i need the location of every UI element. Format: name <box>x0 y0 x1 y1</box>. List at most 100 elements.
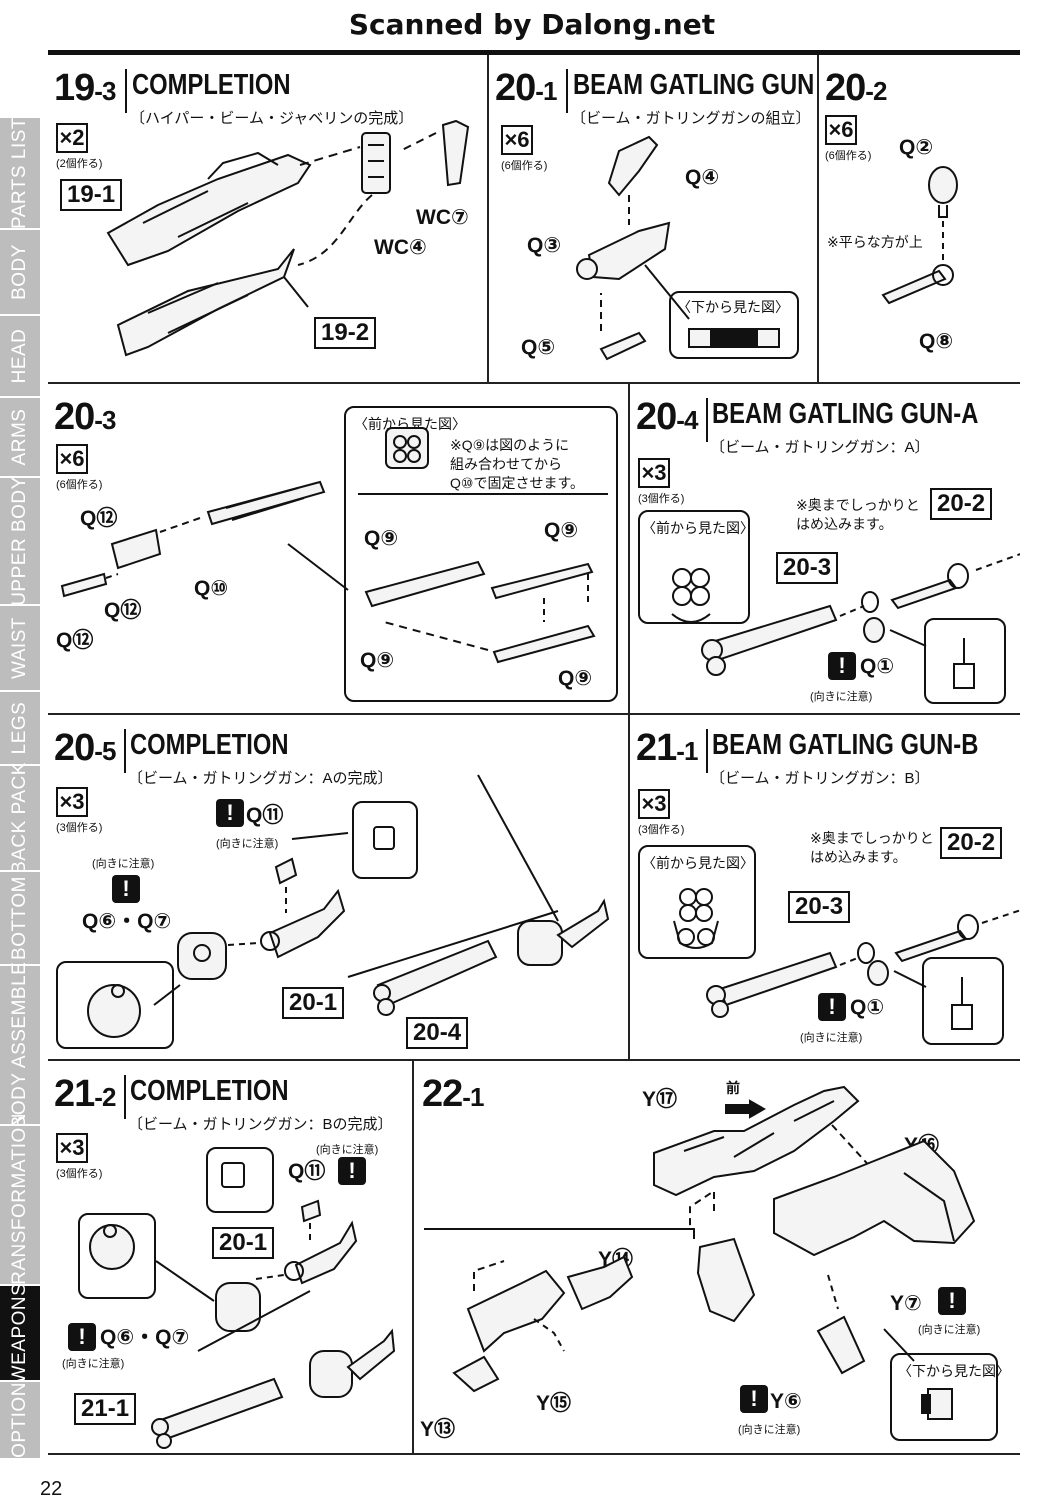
quantity-note: (6個作る) <box>501 160 548 172</box>
tab-legs[interactable]: LEGS <box>0 692 40 766</box>
step-subtitle: 〔ビーム・ガトリングガン：Bの完成〕 <box>128 1116 393 1133</box>
quantity-badge: ×2 <box>56 123 88 153</box>
part-label: Y⑮ <box>536 1392 572 1415</box>
step-subtitle: 〔ハイパー・ビーム・ジャベリンの完成〕 <box>130 110 414 127</box>
caution-icon: ! <box>740 1385 768 1413</box>
ref-20-4: 20-4 <box>406 1017 469 1050</box>
caution-icon: ! <box>338 1157 366 1185</box>
gatling-body-diagram <box>576 135 780 361</box>
insert-note: ※奥までしっかりと はめ込みます。 <box>810 830 934 865</box>
flat-side-note: ※平らな方が上 <box>827 234 923 250</box>
part-label: Y⑦ <box>890 1292 922 1315</box>
tab-waist[interactable]: WAIST <box>0 606 40 692</box>
quantity-note: (3個作る) <box>56 1168 103 1180</box>
ref-20-3: 20-3 <box>788 891 851 924</box>
caution-icon: ! <box>216 799 244 827</box>
part-label: Q⑪ <box>246 804 284 827</box>
caution-icon: ! <box>818 993 846 1021</box>
detail-inset <box>352 801 418 879</box>
part-label: Q③ <box>527 234 562 257</box>
part-label: Q⑫ <box>56 629 94 652</box>
ref-19-1: 19-1 <box>60 179 123 212</box>
step-21-2: 21-2 COMPLETION 〔ビーム・ガトリングガン：Bの完成〕 ×3 (3… <box>48 1061 414 1455</box>
tab-transformation[interactable]: TRANSFORMATION <box>0 1113 40 1297</box>
inset-caption: 〈前から見た図〉 <box>354 416 466 432</box>
step-20-4: 20-4 BEAM GATLING GUN-A 〔ビーム・ガトリングガン：A〕 … <box>630 384 1020 715</box>
part-label: Q⑩ <box>194 577 229 600</box>
part-label: WC④ <box>374 236 427 259</box>
part-label: Q① <box>850 996 885 1019</box>
assembly-note: ※Q⑨は図のように 組み合わせてから Q⑩で固定させます。 <box>450 437 585 491</box>
quantity-note: (3個作る) <box>638 493 685 505</box>
caution-note: (向きに注意) <box>216 838 279 850</box>
tab-bottom[interactable]: BOTTOM <box>0 872 40 966</box>
step-subtitle: 〔ビーム・ガトリングガン：Aの完成〕 <box>128 770 393 787</box>
caution-note: (向きに注意) <box>738 1424 801 1436</box>
part-label: Q⑨ <box>558 667 593 690</box>
front-direction-label: 前 <box>726 1080 740 1096</box>
tab-body[interactable]: BODY <box>0 230 40 316</box>
ref-20-1: 20-1 <box>282 987 345 1020</box>
gun-b-diagram <box>673 888 1020 1030</box>
caution-icon: ! <box>938 1287 966 1315</box>
tab-back-pack[interactable]: BACK PACK <box>0 762 40 874</box>
caution-icon: ! <box>112 875 140 903</box>
step-22-1: 22-1 Y⑰ 前 Y⑯ Y⑭ Y⑮ Y⑬ Y⑦ ! (向きに注意) ! Y⑥ … <box>414 1061 1020 1455</box>
part-label: Y⑥ <box>770 1390 802 1413</box>
part-label: Q④ <box>685 166 720 189</box>
caution-note: (向きに注意) <box>316 1144 379 1156</box>
gun-b-complete-diagram <box>89 1162 396 1449</box>
scan-header: Scanned by Dalong.net <box>348 8 716 41</box>
ref-19-2: 19-2 <box>314 317 377 350</box>
part-label: Q⑥・Q⑦ <box>82 910 172 933</box>
caution-note: (向きに注意) <box>810 691 873 703</box>
instruction-grid: 19-3 COMPLETION 〔ハイパー・ビーム・ジャベリンの完成〕 ×2 (… <box>48 55 1020 1455</box>
part-label: WC⑦ <box>416 206 469 229</box>
part-label: Q⑧ <box>919 330 954 353</box>
inset-caption: 〈前から見た図〉 <box>642 520 754 536</box>
part-label: Q① <box>860 655 895 678</box>
ref-20-2: 20-2 <box>940 827 1003 860</box>
tab-upper-body[interactable]: UPPER BODY <box>0 476 40 606</box>
detail-inset <box>206 1147 274 1213</box>
quantity-badge: ×3 <box>56 1133 88 1163</box>
quantity-note: (3個作る) <box>638 824 685 836</box>
step-title: BEAM GATLING GUN-A <box>712 398 979 430</box>
quantity-badge: ×6 <box>56 444 88 474</box>
quantity-note: (6個作る) <box>825 150 872 162</box>
tab-weapons[interactable]: WEAPONS <box>0 1283 40 1383</box>
caution-icon: ! <box>828 652 856 680</box>
caution-icon: ! <box>68 1323 96 1351</box>
inset-caption: 〈下から見た図〉 <box>677 299 789 315</box>
tab-parts-list[interactable]: PARTS LIST <box>0 117 40 230</box>
step-title: COMPLETION <box>130 1075 289 1107</box>
javelin-diagram <box>106 119 470 357</box>
caution-note: (向きに注意) <box>800 1032 863 1044</box>
inset-caption: 〈前から見た図〉 <box>642 855 754 871</box>
front-view-inset <box>638 510 750 624</box>
step-subtitle: 〔ビーム・ガトリングガン：A〕 <box>710 439 930 456</box>
step-subtitle: 〔ビーム・ガトリングガン：B〕 <box>710 770 930 787</box>
insert-note: ※奥までしっかりと はめ込みます。 <box>796 497 920 532</box>
step-20-1: 20-1 BEAM GATLING GUN 〔ビーム・ガトリングガンの組立〕 ×… <box>489 55 819 384</box>
part-label: Y⑰ <box>642 1088 678 1111</box>
quantity-badge: ×3 <box>638 458 670 488</box>
step-number: 19-3 <box>54 67 116 109</box>
step-20-2: 20-2 ×6 (6個作る) Q② ※平らな方が上 Q⑧ <box>819 55 1020 384</box>
tab-arms[interactable]: ARMS <box>0 398 40 478</box>
part-label: Q⑤ <box>521 336 556 359</box>
ref-20-2: 20-2 <box>930 488 993 521</box>
step-20-3: 20-3 ×6 (6個作る) Q⑫ Q⑩ Q⑫ Q⑫ 〈前から見た図〉 ※Q⑨は… <box>48 384 630 715</box>
tab-option[interactable]: OPTION <box>0 1382 40 1460</box>
quantity-badge: ×3 <box>638 789 670 819</box>
inset-caption: 〈下から見た図〉 <box>898 1363 1010 1379</box>
tab-body-assemble[interactable]: BODY ASSEMBLE <box>0 962 40 1128</box>
quantity-badge: ×6 <box>501 125 533 155</box>
part-label: Q⑨ <box>364 527 399 550</box>
part-label: Q⑫ <box>80 507 118 530</box>
part-label: Q⑨ <box>360 649 395 672</box>
step-subtitle: 〔ビーム・ガトリングガンの組立〕 <box>571 110 811 127</box>
part-label: Q② <box>899 136 934 159</box>
weapon-arm-diagram <box>424 1085 976 1420</box>
tab-head[interactable]: HEAD <box>0 316 40 398</box>
